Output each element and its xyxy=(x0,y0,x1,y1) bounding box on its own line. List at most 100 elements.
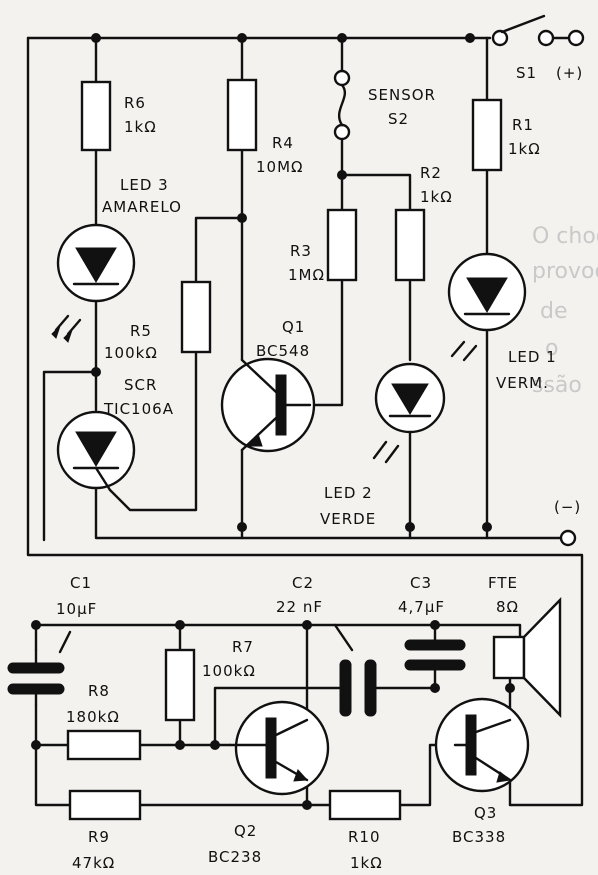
arrowhead-icon xyxy=(51,325,61,339)
led2-label: LED 2 xyxy=(324,484,373,502)
r2-value: 1kΩ xyxy=(420,188,453,206)
r7-value: 100kΩ xyxy=(202,662,256,680)
capacitor-c3 xyxy=(404,639,466,671)
c2-c3-wire xyxy=(213,623,437,747)
emitter-arrow-icon xyxy=(496,771,512,783)
r5-label: R5 xyxy=(130,322,152,340)
q2-type: BC238 xyxy=(208,848,262,866)
r10-label: R10 xyxy=(348,828,381,846)
r4-label: R4 xyxy=(272,134,294,152)
transistor-base-bar xyxy=(265,717,277,779)
speaker-fte xyxy=(492,597,562,718)
speaker-magnet xyxy=(492,635,526,680)
r9-value: 47kΩ xyxy=(72,854,115,872)
q1-label: Q1 xyxy=(282,318,305,336)
r7-label: R7 xyxy=(232,638,254,656)
audio-bottom-wires xyxy=(34,623,457,807)
background-text-line: o xyxy=(545,336,558,361)
r9-label: R9 xyxy=(88,828,110,846)
junction-dot xyxy=(430,683,440,693)
background-text-line: ssão xyxy=(532,373,582,398)
sensor-wire-element xyxy=(337,83,347,127)
transistor-leads xyxy=(240,358,312,452)
capacitor-c2 xyxy=(333,623,377,717)
r3-value: 1MΩ xyxy=(288,266,325,284)
label-pointer xyxy=(333,623,354,652)
junction-dot xyxy=(302,620,312,630)
resistor-r4 xyxy=(226,78,258,152)
junction-dot xyxy=(31,620,41,630)
resistor-r5 xyxy=(180,280,212,354)
background-text: O choque é provocado de o ssão xyxy=(532,224,598,398)
resistor-r3 xyxy=(326,208,358,282)
junction-dot xyxy=(302,800,312,810)
junction-dot xyxy=(430,620,440,630)
background-text-line: provocado xyxy=(532,259,598,284)
sensor-led2-wire xyxy=(340,36,412,540)
r3-label: R3 xyxy=(290,242,312,260)
junction-dot xyxy=(31,740,41,750)
capacitor-plate xyxy=(404,659,466,671)
capacitor-plate xyxy=(404,639,466,651)
diode-triangle xyxy=(391,383,429,415)
scr-anode-node-wire xyxy=(42,370,98,542)
q1-type: BC548 xyxy=(256,342,310,360)
led2-color: VERDE xyxy=(320,510,376,528)
led3-label: LED 3 xyxy=(120,176,169,194)
outer-loop-wire xyxy=(26,36,584,807)
transistor-base-bar xyxy=(465,714,477,776)
junction-dot xyxy=(482,522,492,532)
capacitor-plate xyxy=(364,659,377,717)
s1-label: S1 xyxy=(516,64,537,82)
r10-value: 1kΩ xyxy=(350,854,383,872)
resistor-r7 xyxy=(164,648,196,722)
transistor-q3 xyxy=(434,697,530,807)
r1-label: R1 xyxy=(512,116,534,134)
switch-lever xyxy=(500,14,546,34)
arrowhead-icon xyxy=(63,329,73,343)
audio-top-rail xyxy=(34,623,522,639)
light-arrows-icon xyxy=(450,340,478,362)
plus-label: (+) xyxy=(556,64,583,82)
junction-dot xyxy=(337,33,347,43)
junction-dot xyxy=(175,740,185,750)
junction-dot xyxy=(210,740,220,750)
junction-dot xyxy=(465,33,475,43)
switch-s1 xyxy=(491,14,585,547)
c1-value: 10µF xyxy=(56,600,97,618)
r1-value: 1kΩ xyxy=(508,140,541,158)
r5-value: 100kΩ xyxy=(104,344,158,362)
background-text-line: O choque é xyxy=(532,224,598,249)
emitter-arrow-icon xyxy=(246,432,263,447)
r8-value: 180kΩ xyxy=(66,708,120,726)
sensor-label: SENSOR xyxy=(368,86,436,104)
transistor-q2 xyxy=(228,700,330,796)
wires xyxy=(26,36,584,807)
r8-label: R8 xyxy=(88,682,110,700)
scr-triangle xyxy=(75,431,117,467)
q3-type: BC338 xyxy=(452,828,506,846)
transistor-body xyxy=(434,697,530,793)
capacitor-c1 xyxy=(7,630,72,707)
q2-label: Q2 xyxy=(234,822,257,840)
resistor-r2 xyxy=(394,208,426,282)
led1-red xyxy=(447,252,527,362)
background-text-line: de xyxy=(540,299,568,324)
c2-value: 22 nF xyxy=(276,598,323,616)
r5-gate-wire xyxy=(108,216,244,512)
resistor-r8 xyxy=(66,729,142,761)
scr-type: TIC106A xyxy=(103,400,174,418)
minus-terminal xyxy=(559,529,577,547)
transistor-q1 xyxy=(220,357,316,453)
transistor-body xyxy=(234,700,330,796)
emitter-arrow-icon xyxy=(293,769,309,782)
r6-label: R6 xyxy=(124,94,146,112)
led3-yellow xyxy=(51,223,136,343)
s2-label: S2 xyxy=(388,110,409,128)
junction-dot xyxy=(237,522,247,532)
q3-label: Q3 xyxy=(474,804,497,822)
scr-tic106a xyxy=(56,410,136,492)
c3-value: 4,7µF xyxy=(398,598,445,616)
junction-dot xyxy=(405,522,415,532)
